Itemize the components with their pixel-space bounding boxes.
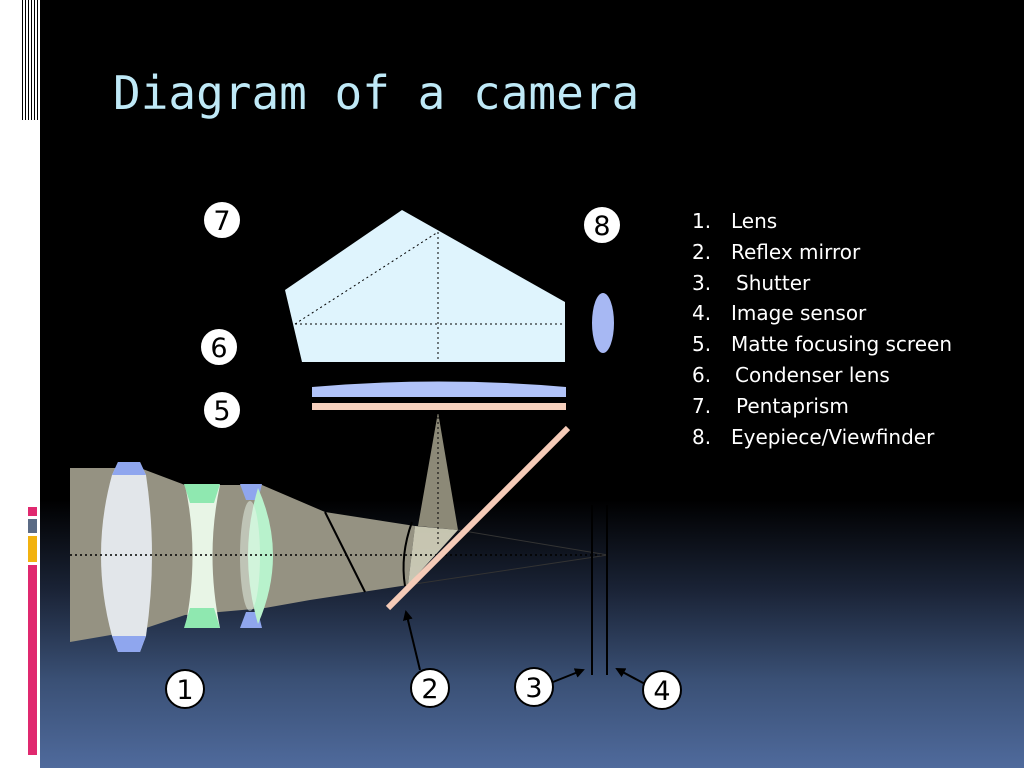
legend-item-label: Condenser lens [735,362,890,387]
arrow-shutter [552,668,585,683]
badge-2-label: 2 [421,674,438,705]
eyepiece-lens [592,293,614,353]
legend-item-label: Pentaprism [736,393,849,418]
accent-bar-pink-top [28,507,37,516]
badge-2: 2 [410,668,450,708]
badge-6-label: 6 [210,333,227,364]
accent-bar-pink [28,565,37,755]
light-cone-up [418,412,458,530]
legend-item: 6. Condenser lens [692,360,952,391]
legend-item: 4. Image sensor [692,298,952,329]
badge-3: 3 [514,667,554,707]
badge-4-label: 4 [653,676,670,707]
legend-item-number: 7. [692,393,712,418]
axis-line-upper [457,529,609,556]
accent-bar-yellow [28,536,37,562]
legend-item-label: Shutter [736,270,811,295]
legend-item-number: 1. [692,209,712,233]
legend-item: 7. Pentaprism [692,391,952,422]
legend-item-label: Image sensor [731,301,867,326]
badge-5-label: 5 [213,396,230,427]
legend-item: 8. Eyepiece/Viewfinder [692,422,952,453]
legend-item-number: 6. [692,362,712,387]
legend-item: 3. Shutter [692,268,952,299]
badge-7: 7 [202,200,242,240]
legend-item-label: Lens [731,209,778,233]
axis-line-lower [407,554,609,586]
legend-item-number: 5. [692,332,712,357]
focus-curve-1 [324,511,366,593]
condenser-lens [312,381,566,397]
badge-3-label: 3 [525,673,542,704]
light-on-mirror [408,526,458,585]
legend-item: 2. Reflex mirror [692,237,952,268]
arrow-mirror [403,610,421,671]
arrow-sensor [615,668,646,685]
accent-bar-slate [28,519,37,533]
middle-lens-element [185,485,220,628]
badge-7-label: 7 [213,206,230,237]
middle-lens-green-bottom [184,608,220,628]
badge-8: 8 [582,205,622,245]
focus-curve-2 [402,521,413,587]
badge-6: 6 [199,327,239,367]
legend-item-label: Eyepiece/Viewfinder [731,424,935,449]
legend-item: 1. Lens [692,206,952,237]
badge-5: 5 [202,390,242,430]
front-lens-blue-edge-bottom [112,636,146,652]
legend-item-number: 8. [692,424,712,449]
decorative-stripes [22,0,40,120]
badge-4: 4 [642,670,682,710]
badge-1-label: 1 [176,675,193,706]
prism-dotted-diagonal [294,231,439,325]
legend-item-number: 2. [692,239,712,264]
legend-item: 5. Matte focusing screen [692,329,952,360]
legend-item-number: 4. [692,301,712,326]
slide-title: Diagram of a camera [113,66,640,120]
middle-lens-green-top [184,484,220,503]
pentaprism [285,210,565,362]
legend-item-label: Reflex mirror [731,239,861,264]
focusing-screen [312,403,566,410]
badge-8-label: 8 [593,211,610,242]
legend-list: 1. Lens 2. Reflex mirror 3. Shutter 4. Image… [692,206,952,452]
legend-item-label: Matte focusing screen [731,332,952,357]
reflex-mirror [385,425,571,611]
front-lens-blue-edge-top [112,462,146,475]
front-lens-element [101,462,152,652]
badge-1: 1 [165,669,205,709]
legend-item-number: 3. [692,270,712,295]
